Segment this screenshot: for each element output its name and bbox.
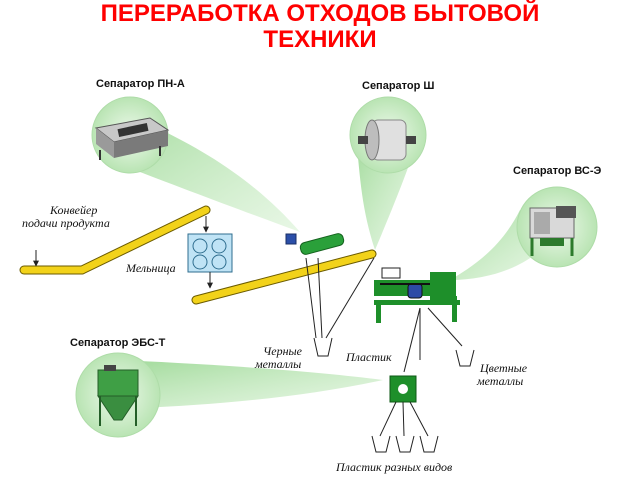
ferrous-label-line2: металлы [255,357,302,371]
eddy-arrow-metal [427,307,463,347]
mill-label: Мельница [126,261,176,275]
main-conveyor [191,249,377,305]
page-title-line1: ПЕРЕРАБОТКА ОТХОДОВ БЫТОВОЙ [100,0,540,27]
separator-pn-a-label: Сепаратор ПН-А [96,78,185,90]
ferrous-label-line1: Черные [263,344,302,358]
eddy-separator-frame [374,267,460,323]
conveyor-label-line2: подачи продукта [22,216,110,230]
nonferrous-label-line1: Цветные [480,361,528,375]
separator-vs-e-image [529,206,576,256]
plastic-bin-3 [419,435,439,453]
page-title-line2: ТЕХНИКИ [263,26,377,53]
nonferrous-label-line2: металлы [477,374,524,388]
nonferrous-bin [455,349,475,367]
callout-beam-ebs-t [118,360,383,408]
plastic-label: Пластик [346,350,392,364]
plastic-types-label: Пластик разных видов [336,460,453,474]
plastic-separator-icon [389,375,417,403]
drum-separator-on-conveyor [285,233,345,255]
separator-ebs-t-image [97,365,139,426]
feed-conveyor [19,205,211,275]
separator-vs-e-label: Сепаратор ВС-Э [513,165,602,177]
separator-sh-image [358,119,416,161]
plastic-bin-1 [371,435,391,453]
separator-ebs-t-label: Сепаратор ЭБС-Т [70,337,166,349]
ferrous-bin [313,337,333,357]
eddy-arrow-plastic [403,307,421,373]
plastic-bin-2 [395,435,415,453]
separator-sh-label: Сепаратор Ш [362,80,435,92]
separator-pn-a-image [94,117,170,160]
conveyor-label-line1: Конвейер [50,203,98,217]
mill-icon [187,233,233,273]
